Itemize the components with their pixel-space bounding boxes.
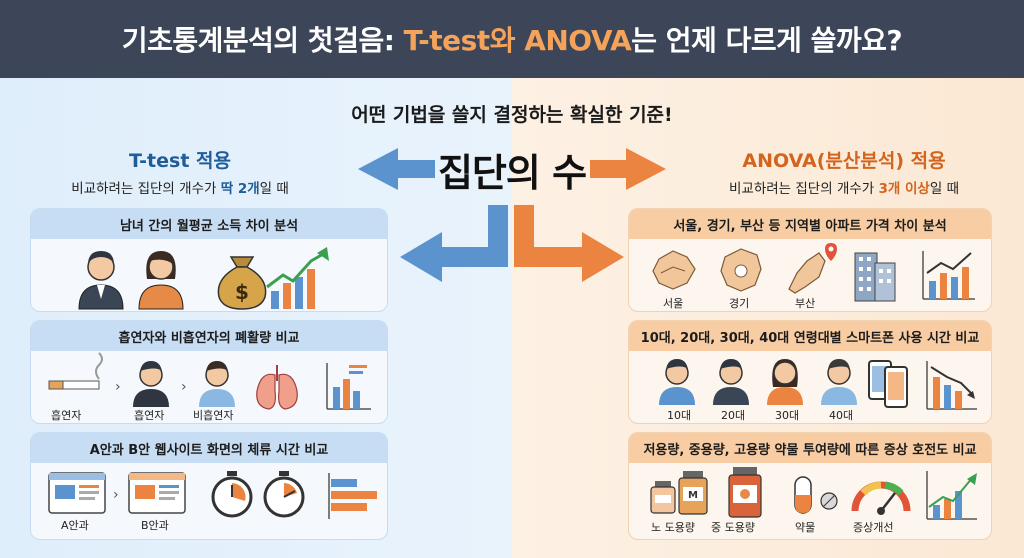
title-highlight: T-test와 ANOVA xyxy=(403,24,632,57)
forties-person-icon xyxy=(821,359,857,405)
bar-chart-icon xyxy=(326,363,371,410)
ttest-title: T-test 적용 xyxy=(129,150,231,172)
label-smoker: 흡연자 xyxy=(51,409,82,422)
ttest-header: T-test 적용 비교하려는 집단의 개수가 딱 2개일 때 xyxy=(10,146,350,197)
gauge-icon xyxy=(851,481,911,515)
header-bar: 기초통계분석의 첫걸음: T-test와 ANOVA는 언제 다르게 쓸까요? xyxy=(0,0,1024,78)
label-gyeonggi: 경기 xyxy=(729,297,750,310)
subtitle: 어떤 기법을 쓸지 결정하는 확실한 기준! xyxy=(351,104,673,126)
card-title: A안과 B안 웹사이트 화면의 체류 시간 비교 xyxy=(31,433,387,463)
stopwatch-icon xyxy=(211,471,253,518)
horizontal-bar-icon xyxy=(328,473,377,519)
ttest-card-smoking: 흡연자와 비흡연자의 폐활량 비교 › › xyxy=(30,320,388,424)
label-busan: 부산 xyxy=(795,297,816,310)
label-30s: 30대 xyxy=(775,409,800,422)
ttest-card-income: 남녀 간의 월평균 소득 차이 분석 $ xyxy=(30,208,388,312)
money-bag-icon: $ xyxy=(217,256,267,310)
twenties-person-icon xyxy=(713,359,749,405)
card-title: 10대, 20대, 30대, 40대 연령대별 스마트폰 사용 시간 비교 xyxy=(629,321,991,351)
chevron-right-icon: › xyxy=(115,379,121,395)
seoul-map-icon xyxy=(652,250,696,290)
teen-person-icon xyxy=(659,359,695,405)
lungs-icon xyxy=(256,365,298,410)
growth-chart-icon xyxy=(266,247,329,309)
chevron-right-icon: › xyxy=(181,379,187,395)
label-seoul: 서울 xyxy=(663,297,684,310)
man-icon xyxy=(78,251,124,310)
cigarette-icon xyxy=(48,352,103,390)
label-smoker-2: 흡연자 xyxy=(134,409,165,422)
label-a: A안과 xyxy=(61,519,89,532)
label-nonsmoker: 비흡연자 xyxy=(193,409,234,422)
ttest-desc: 비교하려는 집단의 개수가 딱 2개일 때 xyxy=(71,181,289,197)
region-illustration xyxy=(652,243,975,302)
gyeonggi-map-icon xyxy=(720,248,762,292)
pill-icon xyxy=(794,476,838,514)
label-10s: 10대 xyxy=(667,409,692,422)
label-b: B안과 xyxy=(141,519,169,532)
arrow-right-top-icon xyxy=(590,148,666,190)
smoker-person-icon xyxy=(133,361,169,407)
age-illustration xyxy=(659,359,977,410)
smoking-illustration: › › xyxy=(48,352,371,410)
anova-card-dosage: 저용량, 중용량, 고용량 약물 투여량에 따른 증상 호전도 비교 M xyxy=(628,432,992,540)
arrow-left-bend-icon xyxy=(400,205,508,282)
label-40s: 40대 xyxy=(829,409,854,422)
browser-a-icon xyxy=(48,472,106,514)
label-mid-dose: 중 도용량 xyxy=(711,521,755,534)
chevron-right-icon: › xyxy=(113,487,119,503)
large-bottle-icon xyxy=(728,467,762,518)
stopwatch-icon xyxy=(263,471,305,518)
label-low-dose: 노 도용량 xyxy=(651,521,695,534)
busan-map-icon xyxy=(788,243,837,294)
website-illustration: › xyxy=(48,471,377,519)
small-bottle-icon xyxy=(650,481,676,514)
trend-chart-icon xyxy=(922,251,975,300)
building-icon xyxy=(854,252,896,302)
label-20s: 20대 xyxy=(721,409,746,422)
ttest-card-website: A안과 B안 웹사이트 화면의 체류 시간 비교 › xyxy=(30,432,388,540)
card-title: 서울, 경기, 부산 등 지역별 아파트 가격 차이 분석 xyxy=(629,209,991,239)
anova-desc: 비교하려는 집단의 개수가 3개 이상일 때 xyxy=(729,181,959,197)
card-title: 저용량, 중용량, 고용량 약물 투여량에 따른 증상 호전도 비교 xyxy=(629,433,991,463)
medium-bottle-icon: M xyxy=(678,471,708,515)
decline-chart-icon xyxy=(926,361,977,410)
nonsmoker-person-icon xyxy=(199,361,235,407)
label-improvement: 증상개선 xyxy=(853,521,894,534)
card-title: 남녀 간의 월평균 소득 차이 분석 xyxy=(31,209,387,239)
anova-title: ANOVA(분산분석) 적용 xyxy=(742,150,946,172)
smartphone-icon xyxy=(868,360,908,408)
thirties-person-icon xyxy=(767,359,803,405)
arrow-left-top-icon xyxy=(358,148,435,190)
anova-header: ANOVA(분산분석) 적용 비교하려는 집단의 개수가 3개 이상일 때 xyxy=(674,146,1014,197)
income-illustration: $ xyxy=(78,247,329,310)
anova-card-age: 10대, 20대, 30대, 40대 연령대별 스마트폰 사용 시간 비교 xyxy=(628,320,992,424)
card-title: 흡연자와 비흡연자의 폐활량 비교 xyxy=(31,321,387,351)
label-drug: 약물 xyxy=(795,521,816,534)
arrow-right-bend-icon xyxy=(514,205,624,282)
page-title: 기초통계분석의 첫걸음: T-test와 ANOVA는 언제 다르게 쓸까요? xyxy=(121,24,903,57)
woman-icon xyxy=(138,251,184,310)
center-title: 집단의 수 xyxy=(437,151,587,195)
anova-card-region: 서울, 경기, 부산 등 지역별 아파트 가격 차이 분석 xyxy=(628,208,992,312)
svg-text:M: M xyxy=(688,490,698,501)
dosage-illustration: M xyxy=(650,467,977,520)
browser-b-icon xyxy=(128,472,186,514)
improvement-chart-icon xyxy=(926,471,977,520)
svg-text:$: $ xyxy=(235,280,249,304)
